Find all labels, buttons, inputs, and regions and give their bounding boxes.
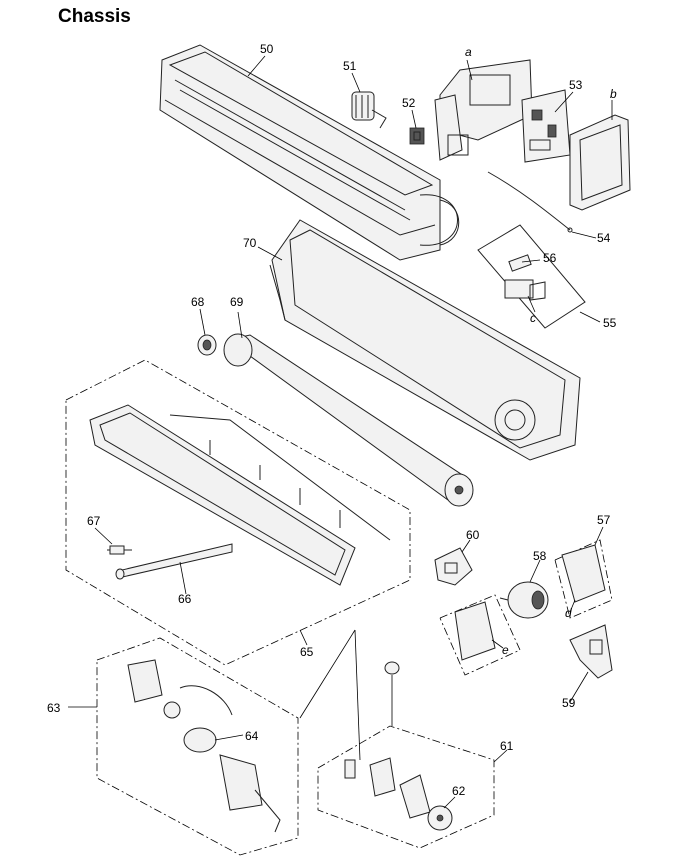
louver-motor-63-part xyxy=(127,659,233,719)
drain-pan-part xyxy=(89,404,391,586)
motor-housing-57-part xyxy=(554,539,613,619)
callout-58: 58 xyxy=(533,549,547,563)
cross-flow-fan-part xyxy=(223,333,474,507)
stepper-parts-61-part xyxy=(344,757,431,819)
motor-62-part xyxy=(427,805,453,831)
pcb-board-part xyxy=(521,89,571,163)
stepper-group-outline xyxy=(317,725,495,849)
leader-lines xyxy=(68,55,613,809)
callout-66: 66 xyxy=(178,592,192,606)
callout-67: 67 xyxy=(87,514,101,528)
fan-motor-58-part xyxy=(499,581,549,619)
evaporator-coil-part xyxy=(159,44,460,261)
callout-d: d xyxy=(565,606,572,620)
callout-70: 70 xyxy=(243,236,257,250)
bearing-part xyxy=(197,334,217,356)
callout-e: e xyxy=(502,643,509,657)
bushing-part xyxy=(384,661,400,675)
callout-a: a xyxy=(465,45,472,59)
connector-block-part xyxy=(409,127,425,145)
thermistor-wire-part xyxy=(487,171,573,233)
louver-motor-group-outline xyxy=(96,637,299,856)
pipe-66-part xyxy=(115,543,233,580)
motor-bracket-60-part xyxy=(434,547,473,586)
callout-62: 62 xyxy=(452,784,466,798)
callout-55: 55 xyxy=(603,316,617,330)
callout-69: 69 xyxy=(230,295,244,309)
callout-53: 53 xyxy=(569,78,583,92)
callout-60: 60 xyxy=(466,528,480,542)
main-frame-part xyxy=(269,219,581,461)
callout-57: 57 xyxy=(597,513,611,527)
shaft-67-part xyxy=(107,545,132,555)
callout-51: 51 xyxy=(343,59,357,73)
callout-63: 63 xyxy=(47,701,61,715)
bracket-59-part xyxy=(569,624,613,679)
page-title: Chassis xyxy=(58,6,131,27)
louver-motor-64-part xyxy=(183,727,281,833)
callout-61: 61 xyxy=(500,739,514,753)
callout-labels: 50 51 52 a 53 b 54 56 55 c 70 68 69 67 6… xyxy=(47,42,617,798)
callout-b: b xyxy=(610,87,617,101)
callout-54: 54 xyxy=(597,231,611,245)
switch-assembly-part xyxy=(477,224,586,329)
callout-65: 65 xyxy=(300,645,314,659)
fan-motor-small-part xyxy=(351,91,387,129)
cover-plate-part xyxy=(569,114,631,211)
control-box-bracket-part xyxy=(434,59,533,161)
front-panel-group-outline xyxy=(65,359,411,666)
housing-e-part xyxy=(439,594,521,676)
callout-68: 68 xyxy=(191,295,205,309)
callout-52: 52 xyxy=(402,96,416,110)
callout-56: 56 xyxy=(543,251,557,265)
callout-50: 50 xyxy=(260,42,274,56)
callout-c: c xyxy=(530,311,536,325)
callout-59: 59 xyxy=(562,696,576,710)
callout-64: 64 xyxy=(245,729,259,743)
